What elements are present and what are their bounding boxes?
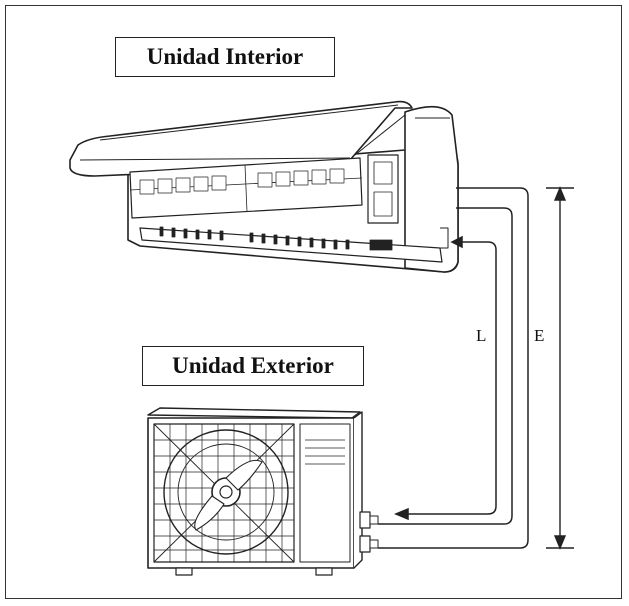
indoor-unit-label: Unidad Interior bbox=[115, 37, 335, 77]
diagram-frame bbox=[5, 5, 622, 599]
piping-length-label: L bbox=[476, 326, 487, 345]
refrigerant-piping bbox=[378, 187, 529, 549]
elevation-dimension-line bbox=[546, 186, 574, 550]
outdoor-unit-drawing bbox=[147, 407, 379, 576]
elevation-label: E bbox=[534, 326, 545, 345]
indoor-unit-drawing bbox=[69, 100, 459, 273]
outdoor-unit-label: Unidad Exterior bbox=[142, 346, 364, 386]
